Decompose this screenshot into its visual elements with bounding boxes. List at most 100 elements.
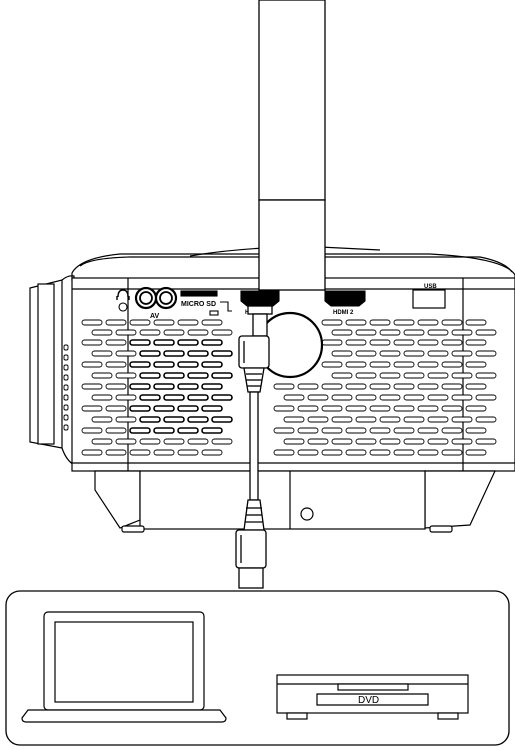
- usb-port[interactable]: [412, 289, 446, 309]
- hdmi-cable: [235, 0, 326, 589]
- vent-slot: [139, 350, 161, 357]
- hdmi1-port[interactable]: [240, 290, 280, 307]
- vent-slot: [427, 394, 449, 401]
- vent-slot: [355, 416, 377, 423]
- dvd-player-tray: [316, 693, 429, 706]
- side-vent-dot: [63, 354, 69, 361]
- av-port[interactable]: [134, 286, 178, 310]
- projector-base-center: [139, 470, 426, 530]
- vent-slot: [307, 416, 329, 423]
- vent-slot: [297, 383, 319, 390]
- vent-slot: [91, 394, 113, 401]
- dvd-player: DVD: [276, 674, 469, 720]
- vent-slot: [369, 449, 391, 456]
- vent-slot: [201, 449, 223, 456]
- vent-slot: [321, 339, 343, 346]
- hdmi2-label: HDMI 2: [333, 310, 354, 316]
- vent-slot: [129, 449, 151, 456]
- vent-slot: [81, 383, 103, 390]
- dvd-player-foot-right: [437, 712, 459, 720]
- vent-slot: [393, 405, 415, 412]
- vent-slot: [81, 319, 103, 326]
- vent-slot: [379, 394, 401, 401]
- vent-slot: [451, 372, 473, 379]
- vent-slot: [417, 405, 439, 412]
- vent-slot: [211, 350, 233, 357]
- vent-slot: [355, 394, 377, 401]
- vent-slot: [475, 329, 497, 336]
- vent-slot: [379, 350, 401, 357]
- vent-slot: [417, 319, 439, 326]
- vent-slot: [211, 372, 233, 379]
- vent-slot: [403, 416, 425, 423]
- vent-slot: [369, 405, 391, 412]
- vent-slot: [321, 383, 343, 390]
- vent-slot: [153, 383, 175, 390]
- vent-slot: [369, 339, 391, 346]
- vent-slot: [177, 319, 199, 326]
- usb-socket: [412, 289, 446, 309]
- micro-sd-port[interactable]: [180, 290, 232, 316]
- side-vent-dot: [63, 404, 69, 411]
- vent-slot: [403, 329, 425, 336]
- vent-slot: [417, 383, 439, 390]
- vent-slot: [393, 339, 415, 346]
- vent-slot: [105, 339, 127, 346]
- vent-slot: [211, 394, 233, 401]
- vent-slot: [345, 383, 367, 390]
- vent-slot: [475, 416, 497, 423]
- vent-slot: [345, 339, 367, 346]
- vent-slot: [331, 372, 353, 379]
- vent-slot: [153, 361, 175, 368]
- vent-slot: [427, 350, 449, 357]
- vent-slot: [129, 427, 151, 434]
- dvd-label: DVD: [358, 695, 379, 706]
- micro-sd-slot: [180, 290, 218, 297]
- vent-slot: [355, 372, 377, 379]
- vent-slot: [417, 449, 439, 456]
- vent-slot: [345, 405, 367, 412]
- vent-slot: [307, 394, 329, 401]
- vent-slot: [345, 361, 367, 368]
- hdmi2-port[interactable]: [324, 290, 366, 307]
- av-label: AV: [150, 313, 160, 320]
- vent-slot: [163, 372, 185, 379]
- vent-slot: [187, 394, 209, 401]
- vent-slot: [369, 427, 391, 434]
- projector-screw-hole: [300, 507, 314, 521]
- vent-slot: [201, 383, 223, 390]
- vent-slot: [331, 350, 353, 357]
- vent-slot: [105, 405, 127, 412]
- dvd-player-disc-slot: [337, 683, 409, 691]
- vent-slot: [129, 319, 151, 326]
- projector-base: [94, 470, 141, 529]
- vent-slot: [379, 438, 401, 445]
- vent-slot: [201, 361, 223, 368]
- headphone-port[interactable]: [116, 289, 130, 312]
- vent-slot: [441, 405, 463, 412]
- vent-slot: [81, 449, 103, 456]
- vent-slot: [297, 427, 319, 434]
- vent-slot: [321, 405, 343, 412]
- ports-panel: [116, 286, 446, 379]
- vent-slot: [427, 329, 449, 336]
- vent-slot: [403, 372, 425, 379]
- vent-slot: [331, 438, 353, 445]
- vent-slot: [115, 329, 137, 336]
- vent-slot: [153, 339, 175, 346]
- vent-slot: [139, 394, 161, 401]
- vent-slot: [163, 329, 185, 336]
- vent-slot: [91, 372, 113, 379]
- vent-slot: [465, 383, 487, 390]
- vent-slot: [163, 416, 185, 423]
- av-jack-right-inner: [159, 291, 173, 305]
- vent-slot: [187, 329, 209, 336]
- vent-slot: [153, 405, 175, 412]
- vent-slot: [201, 427, 223, 434]
- vent-slot: [451, 438, 473, 445]
- vent-slot: [177, 405, 199, 412]
- vent-slot: [81, 361, 103, 368]
- vent-slot: [283, 438, 305, 445]
- vent-slot: [427, 372, 449, 379]
- vent-slot: [321, 361, 343, 368]
